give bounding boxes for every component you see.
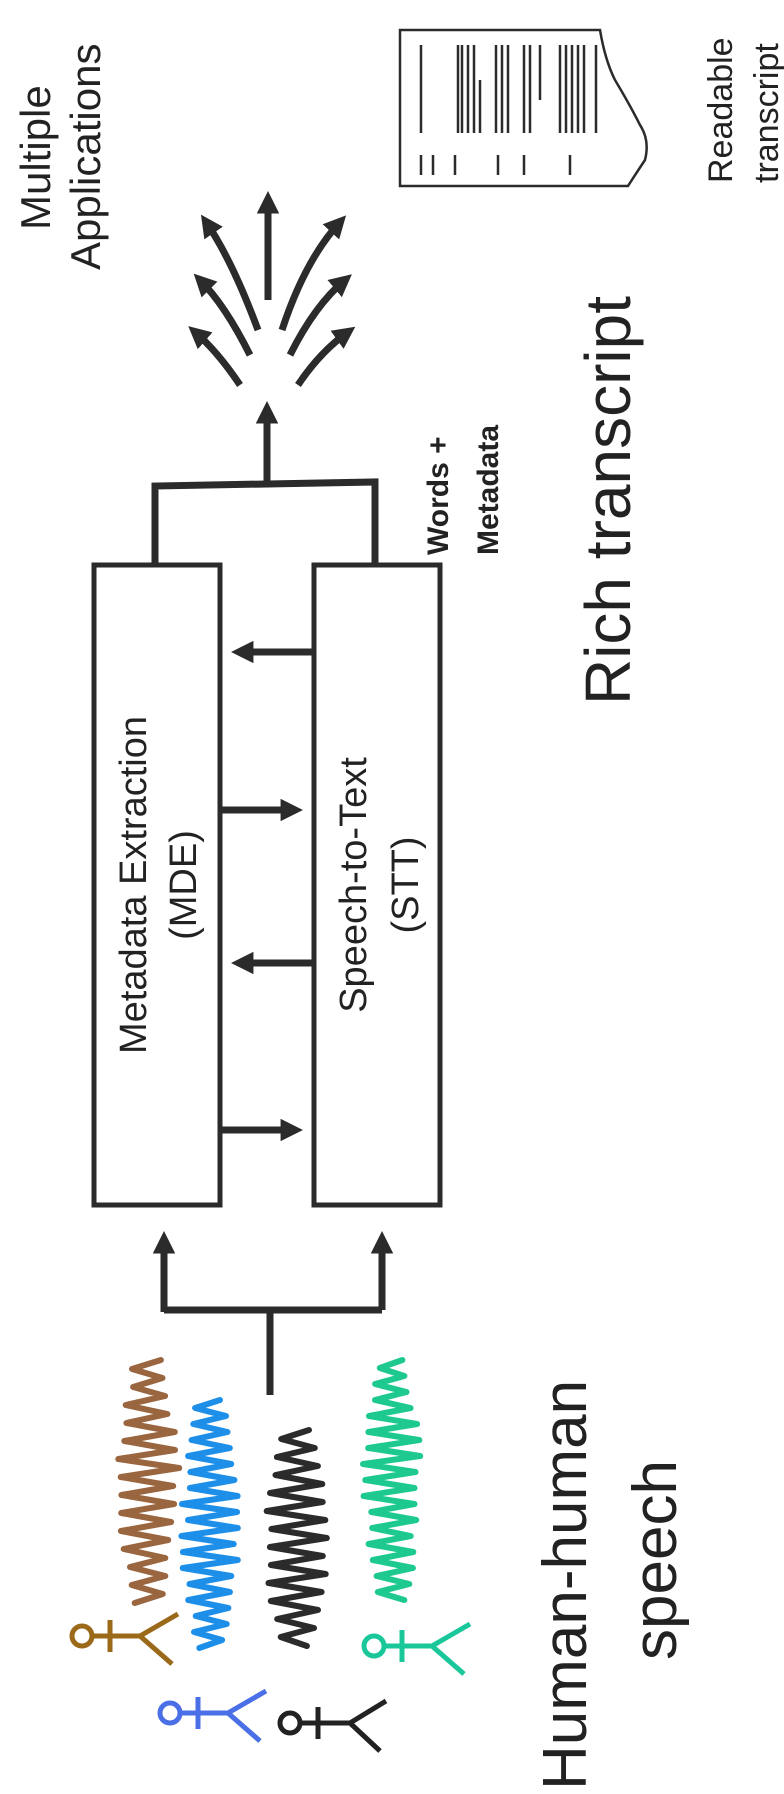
words-metadata-label: Words + Metadata bbox=[422, 425, 505, 555]
words-metadata-line1: Words + bbox=[422, 436, 455, 555]
waveform-speaker-3 bbox=[267, 1430, 327, 1646]
transcript-document-icon bbox=[400, 30, 647, 186]
mde-label-line1: Metadata Extraction bbox=[113, 716, 155, 1054]
speaker-figure-1 bbox=[72, 1614, 178, 1664]
input-split-connector bbox=[164, 1240, 382, 1395]
fan-arrow-left-1 bbox=[206, 222, 258, 330]
fan-arrow-right-3 bbox=[298, 332, 348, 385]
multiple-applications-line1: Multiple bbox=[12, 85, 59, 230]
waveform-speaker-1 bbox=[118, 1360, 179, 1603]
speaker-figure-2 bbox=[160, 1691, 266, 1741]
speaker-figure-4 bbox=[364, 1624, 470, 1674]
human-speech-line1: Human-human bbox=[531, 1380, 600, 1790]
mde-output-line bbox=[155, 482, 375, 565]
multiple-applications-line2: Applications bbox=[62, 44, 109, 270]
speech-waveforms bbox=[118, 1360, 420, 1648]
waveform-speaker-4 bbox=[363, 1360, 420, 1600]
fan-arrow-left-3 bbox=[195, 332, 240, 385]
mde-box: Metadata Extraction (MDE) bbox=[94, 565, 220, 1205]
mde-label-line2: (MDE) bbox=[163, 830, 205, 940]
stt-box: Speech-to-Text (STT) bbox=[314, 565, 440, 1205]
rich-transcript-label: Rich transcript bbox=[572, 296, 644, 705]
waveform-speaker-2 bbox=[181, 1400, 237, 1648]
stt-label-line1: Speech-to-Text bbox=[333, 757, 375, 1013]
readable-transcript-line1: Readable bbox=[702, 37, 740, 183]
output-merge-connector bbox=[155, 410, 375, 565]
stt-label-line2: (STT) bbox=[385, 836, 427, 933]
readable-transcript-label: Readable transcript bbox=[702, 37, 784, 183]
input-split-line bbox=[164, 1310, 382, 1312]
multiple-applications-label: Multiple Applications bbox=[12, 44, 109, 270]
applications-fan-arrows bbox=[195, 200, 348, 385]
human-speech-label: Human-human speech bbox=[531, 1380, 690, 1790]
readable-transcript-line2: transcript bbox=[748, 43, 784, 183]
speaker-figure-3 bbox=[280, 1701, 386, 1751]
words-metadata-line2: Metadata bbox=[472, 425, 505, 555]
human-speech-line2: speech bbox=[621, 1460, 690, 1660]
inter-box-arrows bbox=[222, 652, 312, 1130]
